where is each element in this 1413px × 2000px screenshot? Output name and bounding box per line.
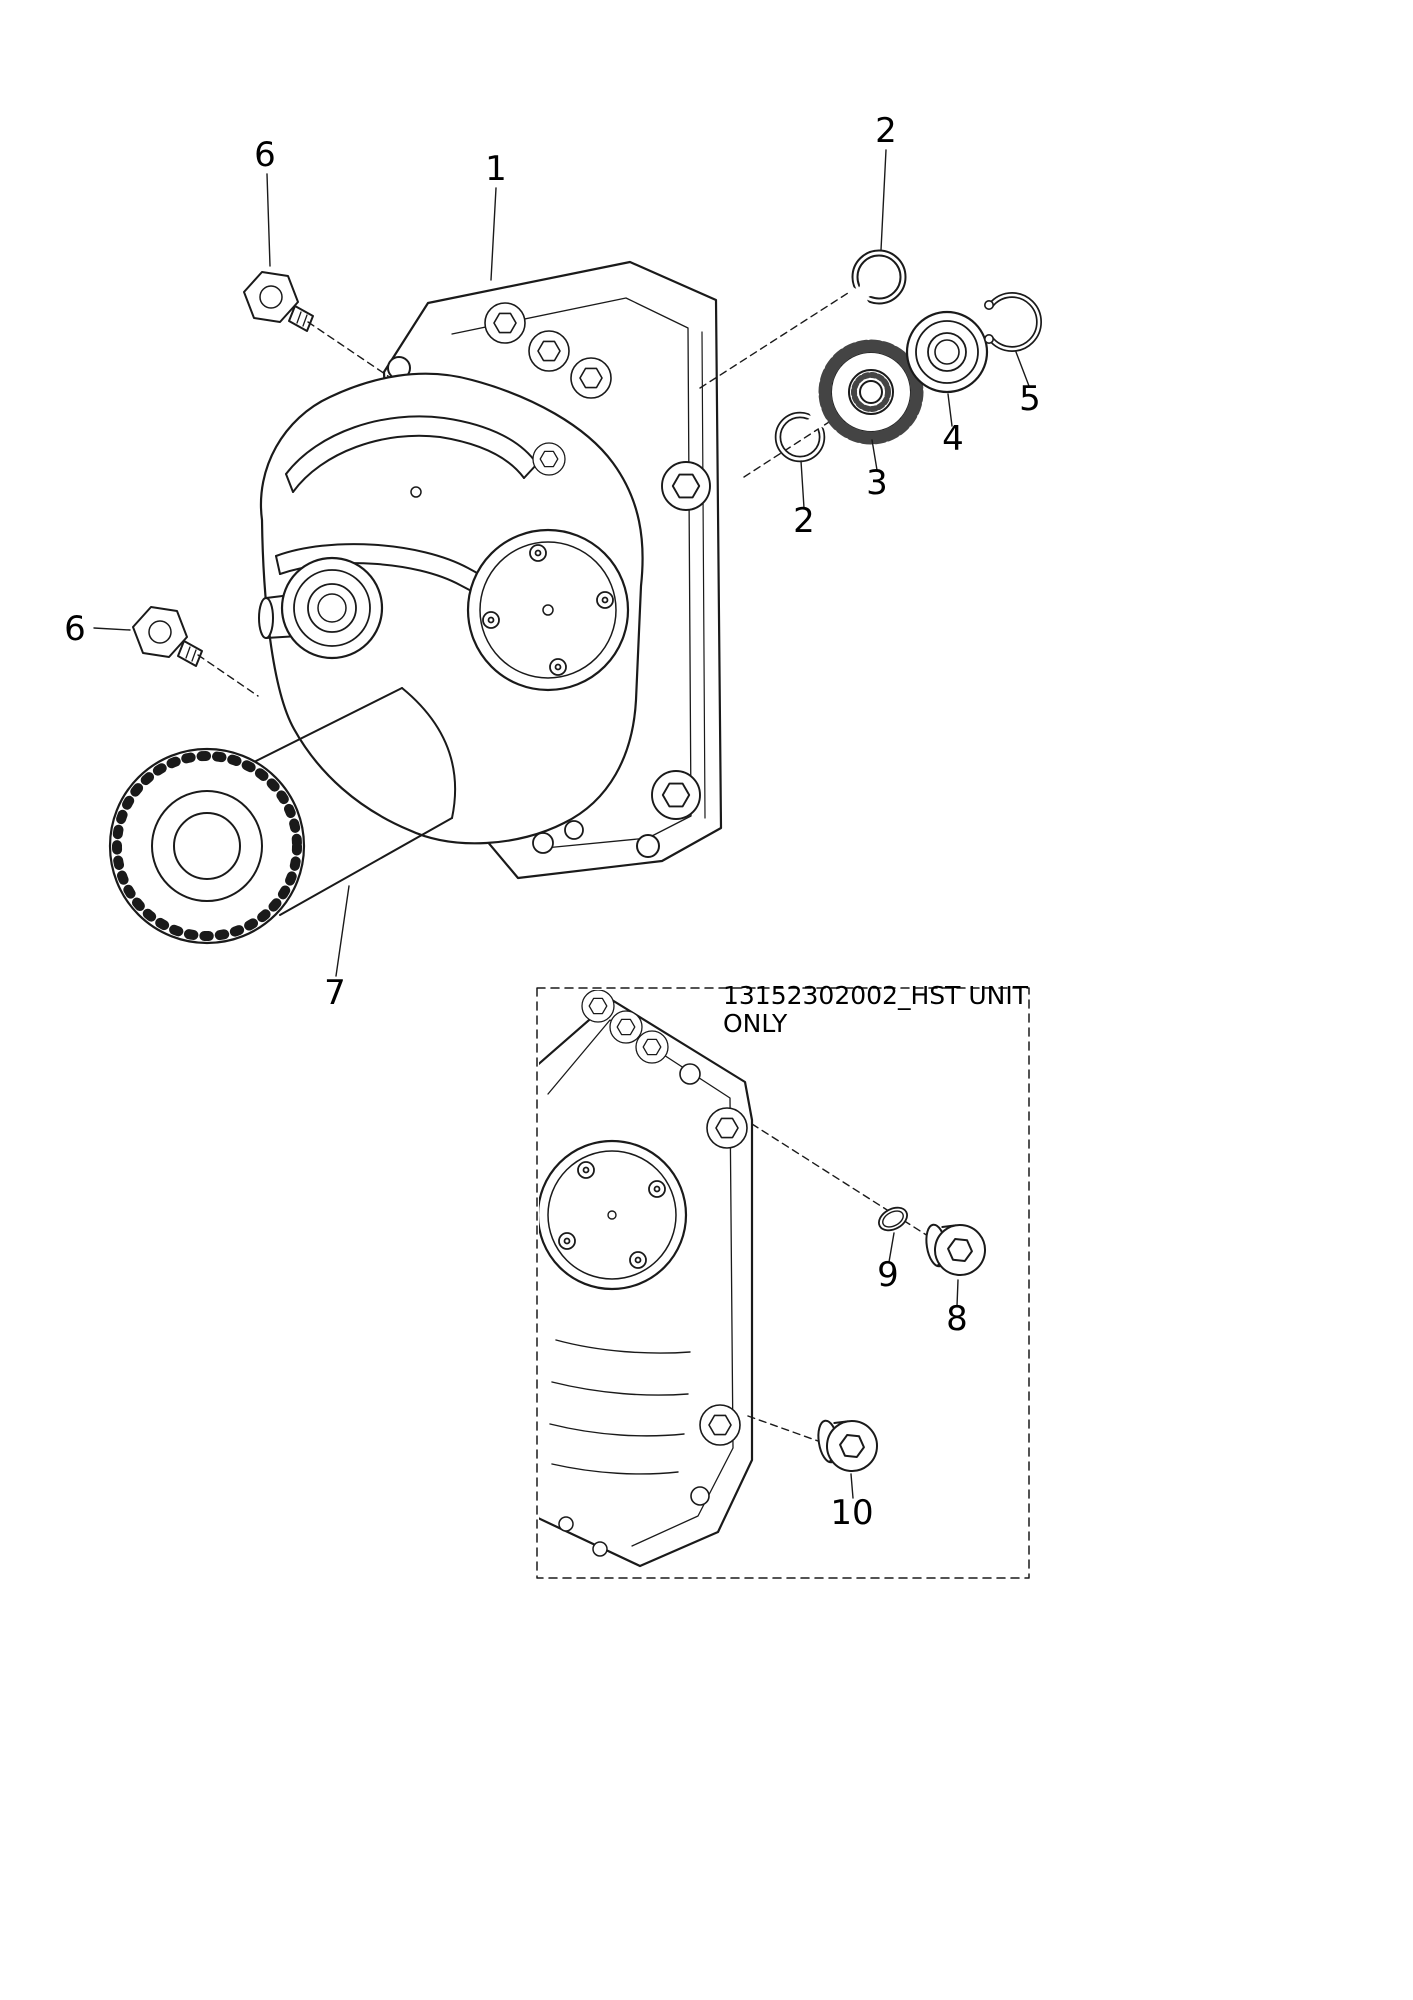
main-assembly-view — [93, 149, 1042, 977]
inset-leader-lines — [850, 1232, 959, 1499]
callout-3: 3 — [866, 463, 888, 503]
inset-axis-lines — [747, 1123, 929, 1442]
gear — [818, 339, 924, 445]
plug-upper — [917, 1220, 989, 1279]
callout-1: 1 — [485, 149, 507, 189]
snap-ring-lower — [774, 411, 826, 463]
housing-body — [258, 372, 644, 854]
inset-label-line1: 13152302002_HST UNIT — [723, 981, 1029, 1010]
callout-labels: 6 1 2 5 4 3 2 6 7 9 8 10 — [64, 111, 1041, 1533]
callout-6-left: 6 — [64, 609, 86, 649]
callout-6-upper: 6 — [254, 135, 276, 175]
hst-unit-inset — [536, 987, 1030, 1579]
inset-housing-drawing — [539, 990, 752, 1568]
plug-lower — [809, 1416, 881, 1475]
callout-9: 9 — [877, 1255, 899, 1295]
callout-10: 10 — [830, 1493, 873, 1533]
assembly-axis-lines — [197, 292, 849, 697]
callout-5: 5 — [1019, 379, 1041, 419]
fitting-upper — [243, 271, 314, 332]
leader-lines — [93, 149, 1030, 977]
bearing — [905, 310, 989, 394]
snap-ring-upper — [851, 249, 907, 305]
retaining-ring — [982, 292, 1042, 352]
callout-8: 8 — [946, 1299, 968, 1339]
bearing-boss — [280, 556, 384, 660]
callout-2-lower: 2 — [793, 501, 815, 541]
inset-border — [536, 987, 1030, 1579]
callout-7: 7 — [324, 973, 346, 1013]
inset-label-line2: ONLY — [723, 1009, 788, 1038]
o-ring — [878, 1206, 908, 1232]
callout-2-upper: 2 — [875, 111, 897, 151]
filter-canister — [108, 687, 457, 945]
callout-4: 4 — [942, 419, 964, 459]
inset-label: 13152302002_HST UNIT ONLY — [723, 981, 1029, 1038]
fitting-left — [132, 606, 203, 667]
housing-cover — [466, 528, 630, 692]
